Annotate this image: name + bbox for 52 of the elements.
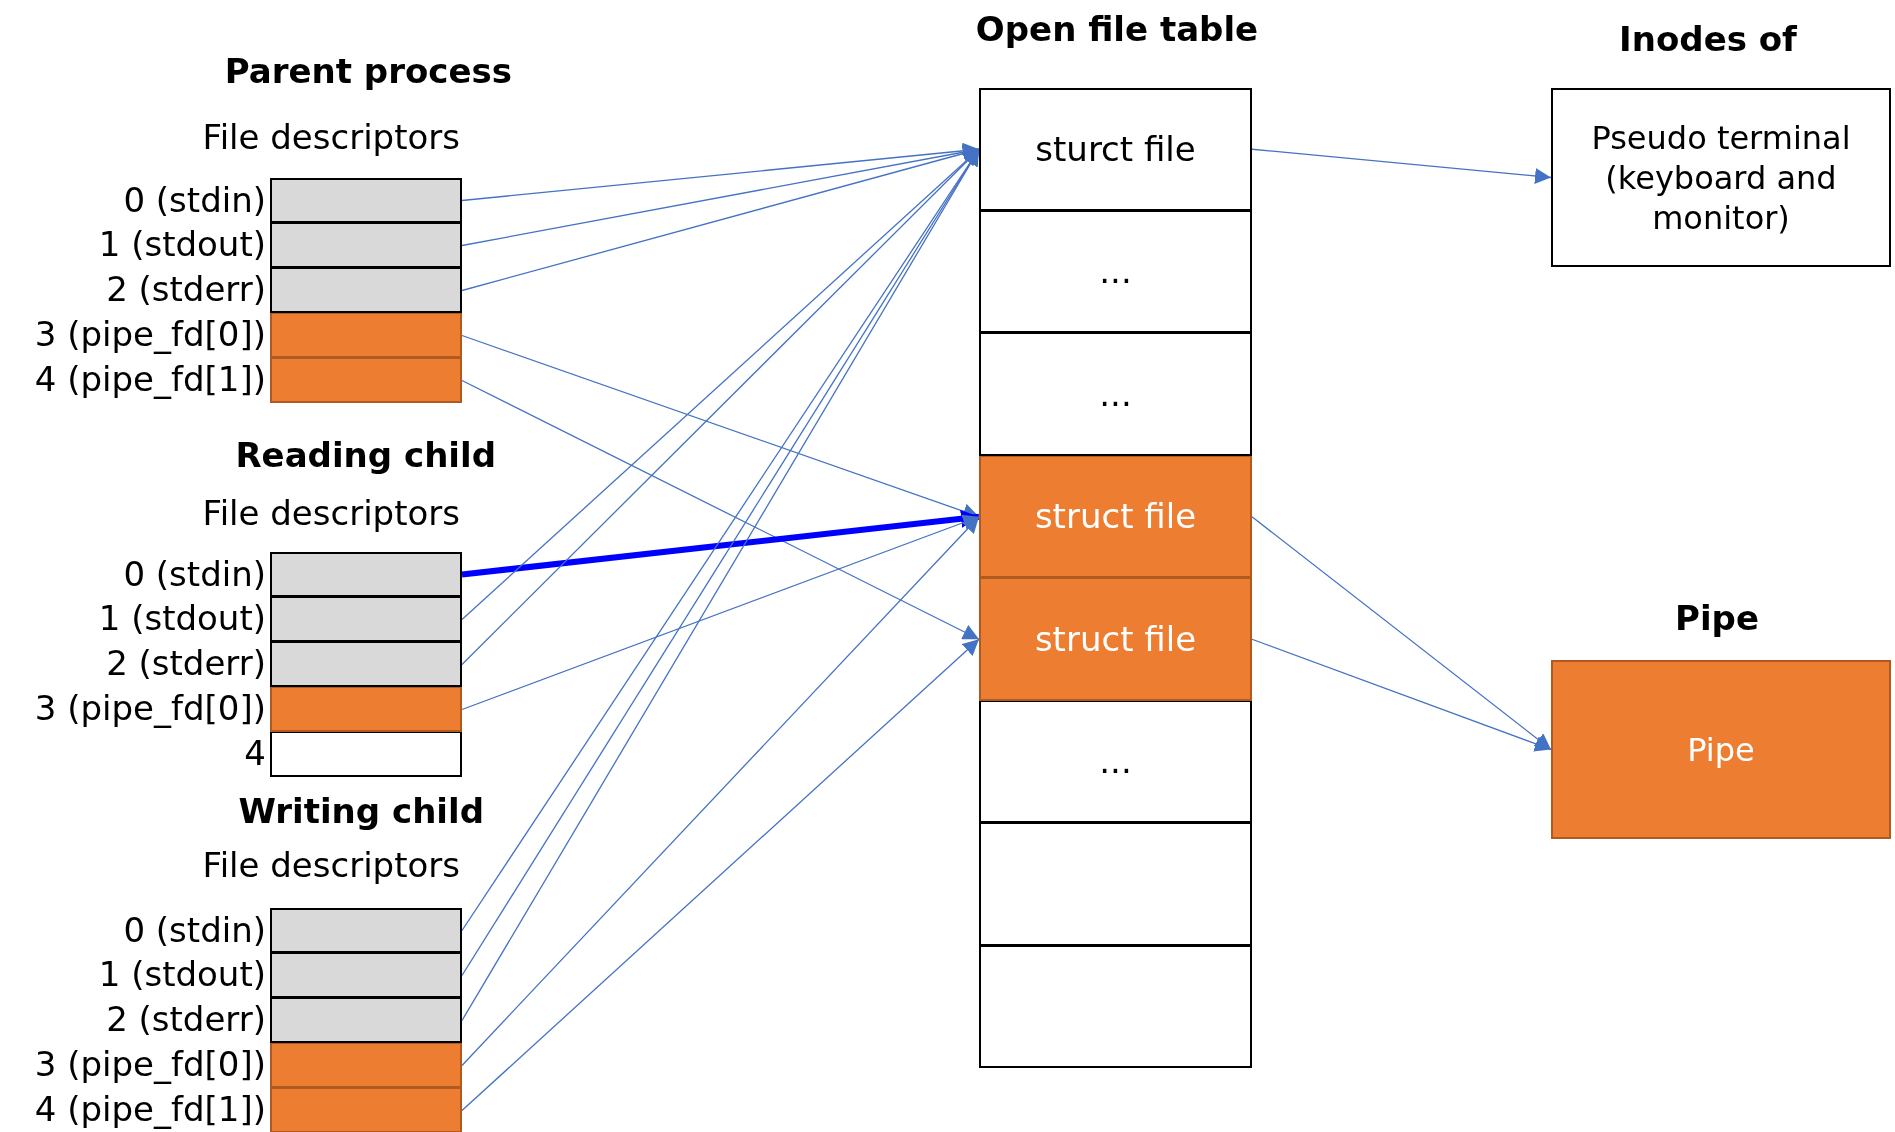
descriptor-label: 3 (pipe_fd[0]) <box>34 1046 266 1084</box>
file-table-entry <box>979 578 1252 701</box>
entry-text: sturct file <box>1034 128 1197 171</box>
entry-text: ... <box>1098 372 1133 415</box>
inode-heading: Inodes of <box>1619 20 1797 60</box>
file-table-entry <box>979 700 1252 823</box>
entry-text: Pseudo terminal (keyboard and monitor) <box>1590 117 1852 238</box>
file-table-entry <box>979 823 1252 946</box>
arrow <box>461 514 980 711</box>
entry-text: Pipe <box>1686 729 1756 770</box>
arrow <box>461 379 980 640</box>
descriptor-label: 0 (stdin) <box>123 555 266 594</box>
descriptor-label: 2 (stderr) <box>106 271 266 309</box>
entry-text: ... <box>1098 740 1133 783</box>
descriptor-label: 0 (stdin) <box>123 911 266 950</box>
entry-text: ... <box>1098 250 1133 293</box>
inode-box <box>1551 88 1891 267</box>
descriptor-label: 2 (stderr) <box>106 645 266 683</box>
descriptor-subheading: File descriptors <box>202 494 460 534</box>
arrow <box>1251 148 1552 184</box>
process-heading: Writing child <box>238 792 484 832</box>
file-table-entry <box>979 945 1252 1068</box>
descriptor-label: 4 (pipe_fd[1]) <box>34 1091 266 1129</box>
file-table-entry <box>979 333 1252 456</box>
entry-text: struct file <box>1033 495 1198 538</box>
arrow <box>461 509 980 578</box>
arrow <box>461 638 980 1112</box>
pipe-heading: Pipe <box>1675 599 1759 639</box>
file-table-entry <box>979 455 1252 578</box>
descriptor-label: 3 (pipe_fd[0]) <box>34 690 266 728</box>
descriptor-label: 1 (stdout) <box>98 600 266 638</box>
entry-text: struct file <box>1033 617 1198 660</box>
descriptor-label: 2 (stderr) <box>106 1001 266 1039</box>
pipe-box <box>1551 660 1891 839</box>
file-table-entry <box>979 88 1252 211</box>
table-heading: Open file table <box>975 10 1259 50</box>
descriptor-subheading: File descriptors <box>202 118 460 158</box>
process-heading: Reading child <box>235 436 496 476</box>
descriptor-label: 0 (stdin) <box>123 181 266 220</box>
arrow <box>1251 638 1552 752</box>
descriptor-label: 1 (stdout) <box>98 226 266 264</box>
arrow <box>461 516 980 1067</box>
descriptor-subheading: File descriptors <box>202 846 460 886</box>
descriptor-label: 4 (pipe_fd[1]) <box>34 361 266 399</box>
process-heading: Parent process <box>224 52 512 92</box>
descriptor-label: 1 (stdout) <box>98 956 266 994</box>
descriptor-label: 4 <box>244 735 266 773</box>
file-table-entry <box>979 210 1252 333</box>
arrow <box>461 145 980 292</box>
descriptor-label: 3 (pipe_fd[0]) <box>34 316 266 354</box>
arrow <box>1251 516 1552 751</box>
arrow <box>461 142 980 202</box>
